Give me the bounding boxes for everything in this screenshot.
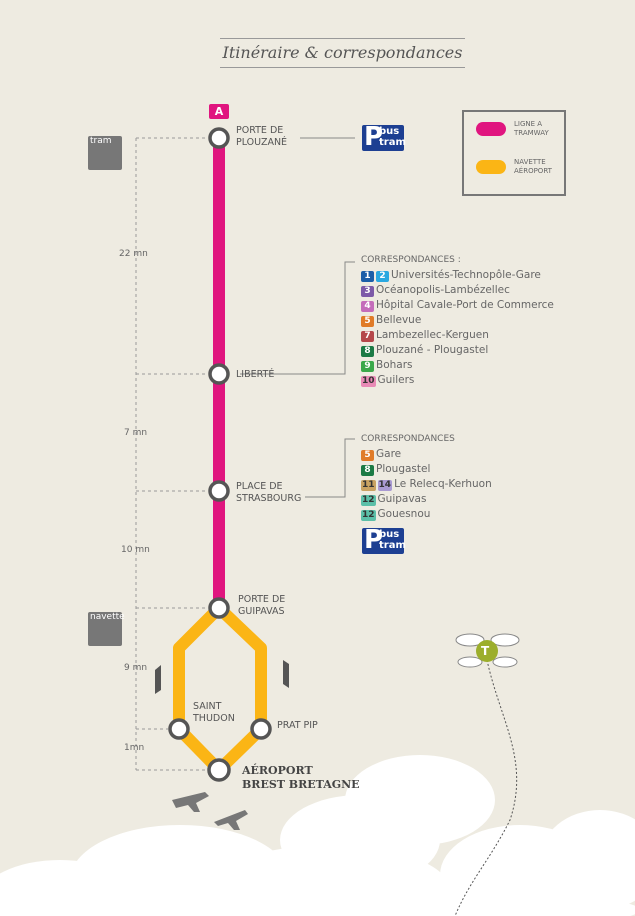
station-porte-de-guipavas bbox=[208, 597, 230, 619]
bus-line-badge: 3 bbox=[361, 286, 374, 297]
label-prat-pip: PRAT PIP bbox=[277, 720, 318, 731]
connection-name: Océanopolis-Lambézellec bbox=[376, 284, 510, 296]
navette-icon: navette bbox=[88, 612, 125, 646]
connection-name: Plougastel bbox=[376, 463, 431, 475]
station-aeroport bbox=[207, 758, 231, 782]
connection-name: Guipavas bbox=[377, 493, 427, 505]
plane-icon bbox=[172, 792, 248, 830]
station-saint-thudon bbox=[168, 718, 190, 740]
shuttle-line bbox=[173, 602, 267, 776]
station-liberte bbox=[208, 363, 230, 385]
label-liberte: LIBERTÉ bbox=[236, 369, 275, 380]
flower-icon bbox=[455, 633, 520, 668]
bus-line-badge: 10 bbox=[361, 376, 376, 387]
bus-line-badge: 14 bbox=[377, 480, 393, 491]
bus-line-badge: 7 bbox=[361, 331, 374, 342]
bus-line-badge: 2 bbox=[376, 271, 389, 282]
legend-swatch-shuttle bbox=[476, 160, 506, 174]
direction-arrow-icon bbox=[283, 660, 289, 688]
bus-line-badge: 1 bbox=[361, 271, 374, 282]
station-place-de-strasbourg bbox=[208, 480, 230, 502]
time-5: 1mn bbox=[124, 743, 145, 753]
page-title: Itinéraire & correspondances bbox=[220, 38, 465, 68]
bus-line-badge: 5 bbox=[361, 316, 374, 327]
direction-arrow-icon bbox=[155, 665, 161, 694]
connection-name: Bohars bbox=[376, 359, 413, 371]
bus-line-badge: 5 bbox=[361, 450, 374, 461]
bus-line-badge: 9 bbox=[361, 361, 374, 372]
connection-name: Hôpital Cavale-Port de Commerce bbox=[376, 299, 554, 311]
connection-name: Le Relecq-Kerhuon bbox=[394, 478, 492, 490]
bus-line-badge: 12 bbox=[361, 510, 376, 521]
bus-line-badge: 11 bbox=[361, 480, 376, 491]
connection-name: Plouzané - Plougastel bbox=[376, 344, 489, 356]
bus-line-badge: 4 bbox=[361, 301, 374, 312]
legend-swatch-tram bbox=[476, 122, 506, 136]
bus-line-badge: 8 bbox=[361, 346, 374, 357]
timeline bbox=[135, 137, 208, 771]
connection-name: Gare bbox=[376, 448, 402, 460]
tram-icon: tram bbox=[88, 136, 122, 170]
clouds bbox=[0, 755, 635, 916]
connection-name: Guilers bbox=[377, 374, 415, 386]
bus-line-badge: 8 bbox=[361, 465, 374, 476]
flower-letter: T bbox=[481, 644, 490, 658]
connection-name: Lambezellec-Kerguen bbox=[376, 329, 489, 341]
connection-name: Universités-Technopôle-Gare bbox=[391, 269, 541, 281]
station-porte-de-plouzane bbox=[208, 127, 230, 149]
bus-line-badge: 12 bbox=[361, 495, 376, 506]
time-1: 22 mn bbox=[119, 249, 148, 259]
time-4: 9 mn bbox=[124, 663, 148, 673]
line-a-badge: A bbox=[209, 104, 229, 119]
time-3: 10 mn bbox=[121, 545, 150, 555]
connection-name: Gouesnou bbox=[377, 508, 431, 520]
connection-name: Bellevue bbox=[376, 314, 422, 326]
time-2: 7 mn bbox=[124, 428, 148, 438]
station-prat-pip bbox=[250, 718, 272, 740]
